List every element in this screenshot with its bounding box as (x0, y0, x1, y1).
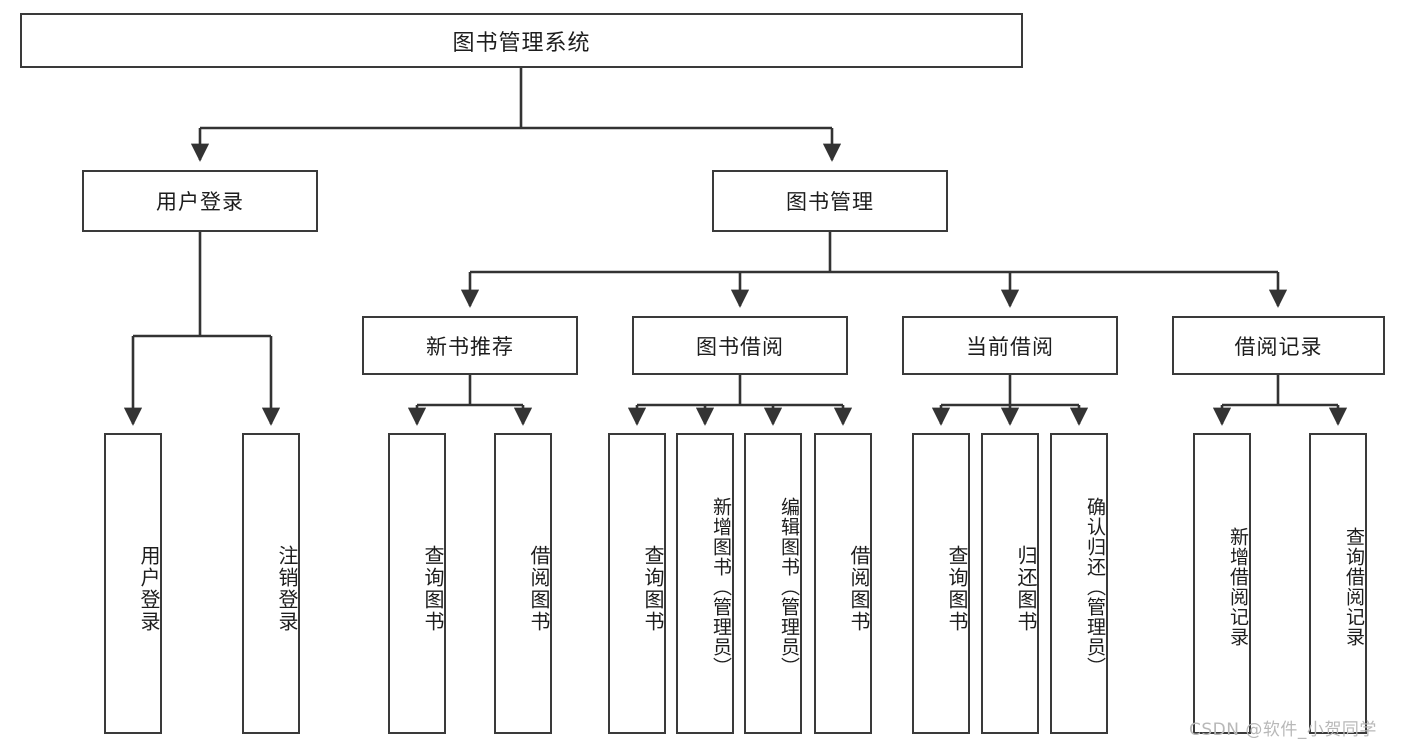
node-label: 新增图书（管理员） (710, 496, 732, 677)
node-label: 用户登录 (156, 190, 244, 214)
node-book-borrow[interactable]: 图书借阅 (632, 316, 848, 375)
leaf-edit-book-admin[interactable]: 编辑图书（管理员） (744, 433, 802, 734)
node-book-manage[interactable]: 图书管理 (712, 170, 948, 232)
node-user-login[interactable]: 用户登录 (82, 170, 318, 232)
leaf-add-borrow-record[interactable]: 新增借阅记录 (1193, 433, 1251, 734)
leaf-query-book-current[interactable]: 查询图书 (912, 433, 970, 734)
node-label: 编辑图书（管理员） (778, 496, 800, 677)
leaf-confirm-return-admin[interactable]: 确认归还（管理员） (1050, 433, 1108, 734)
node-label: 用户登录 (137, 544, 161, 633)
node-borrow-record[interactable]: 借阅记录 (1172, 316, 1385, 375)
leaf-return-book[interactable]: 归还图书 (981, 433, 1039, 734)
node-label: 新增借阅记录 (1227, 526, 1249, 647)
leaf-add-book-admin[interactable]: 新增图书（管理员） (676, 433, 734, 734)
leaf-logout-login[interactable]: 注销登录 (242, 433, 300, 734)
node-label: 借阅记录 (1234, 334, 1323, 359)
node-label: 借阅图书 (527, 544, 551, 633)
node-label: 注销登录 (275, 544, 299, 633)
leaf-query-book-borrow[interactable]: 查询图书 (608, 433, 666, 734)
node-label: 查询图书 (421, 544, 445, 633)
watermark: CSDN @软件_小贺同学 (1189, 720, 1377, 740)
node-label: 查询图书 (641, 544, 665, 633)
node-label: 新书推荐 (426, 334, 514, 359)
node-new-book-recommend[interactable]: 新书推荐 (362, 316, 578, 375)
leaf-borrow-book-recommend[interactable]: 借阅图书 (494, 433, 552, 734)
node-label: 查询图书 (945, 544, 969, 633)
leaf-query-borrow-record[interactable]: 查询借阅记录 (1309, 433, 1367, 734)
leaf-query-book-recommend[interactable]: 查询图书 (388, 433, 446, 734)
leaf-user-login[interactable]: 用户登录 (104, 433, 162, 734)
node-current-borrow[interactable]: 当前借阅 (902, 316, 1118, 375)
node-label: 图书管理 (786, 190, 874, 214)
node-label: 图书借阅 (696, 334, 784, 359)
node-label: 图书管理系统 (452, 30, 591, 56)
node-label: 归还图书 (1014, 544, 1038, 633)
node-label: 当前借阅 (966, 334, 1054, 359)
node-label: 借阅图书 (847, 544, 871, 633)
node-book-management-system[interactable]: 图书管理系统 (20, 13, 1023, 68)
node-label: 确认归还（管理员） (1084, 496, 1106, 677)
leaf-borrow-book[interactable]: 借阅图书 (814, 433, 872, 734)
node-label: 查询借阅记录 (1343, 526, 1365, 647)
